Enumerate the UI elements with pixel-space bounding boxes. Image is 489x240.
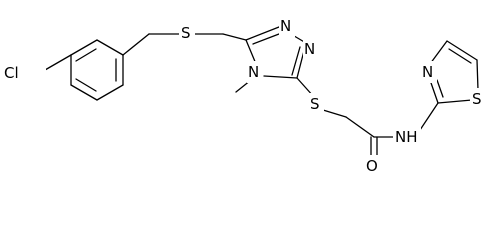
atom-o-carbonyl: O: [365, 155, 383, 177]
atom-nh-amide: NH: [393, 126, 421, 148]
bond-tz-c3-n2: [245, 26, 280, 41]
molecule-diagram: Cl S N N N S O NH: [2, 15, 486, 177]
bond-ch2-triazole: [222, 33, 247, 41]
nitrogen-triazole-methyl-label: N: [248, 63, 259, 81]
atom-n-thiazole: N: [421, 61, 437, 83]
bond-th-c2-n3: [429, 79, 439, 104]
bond-ring-6: [70, 84, 98, 101]
bond-tz-c5-n4: [263, 75, 298, 79]
bond-th-c2-n3-inner: [436, 79, 444, 98]
atom-n-triazole-methyl: N: [247, 61, 263, 83]
bond-ring-2: [70, 39, 98, 56]
structure-svg: Cl S N N N S O NH: [2, 15, 486, 177]
bond-ring-5: [96, 84, 124, 101]
amide-nh-label: NH: [395, 128, 418, 146]
atom-s-thioacetyl: S: [308, 93, 324, 115]
sulfur-thioacetyl-label: S: [310, 95, 320, 113]
bond-th-c4-c5: [446, 40, 478, 61]
bond-ring-3: [96, 39, 124, 56]
bond-th-s1-c2: [437, 99, 473, 104]
bond-nh-thiazole: [419, 102, 439, 131]
bond-th-n3-c4: [429, 40, 448, 65]
sulfur-thiazole-label: S: [472, 90, 482, 108]
bond-tz-c3-n4: [245, 39, 257, 65]
atom-n-triazole-top: N: [279, 15, 295, 37]
bond-tz-n1-c5-inner: [291, 46, 301, 76]
nitrogen-thiazole-label: N: [422, 63, 433, 81]
oxygen-carbonyl-label: O: [366, 157, 378, 175]
bond-ring-6-inner: [75, 78, 97, 92]
bond-aryl-ch2: [122, 33, 150, 56]
bond-ring-1: [44, 54, 72, 71]
atom-s-thioether: S: [179, 22, 195, 44]
bond-th-c4-c5-inner: [448, 48, 472, 64]
bond-ch2b-co: [345, 116, 375, 138]
bond-ring-2-inner: [75, 48, 97, 62]
atom-cl: Cl: [2, 62, 46, 84]
bond-tz-c3-n2-inner: [252, 33, 280, 45]
atom-n-triazole-right: N: [303, 38, 319, 60]
nitrogen-triazole-right-label: N: [304, 40, 315, 58]
chlorine-label: Cl: [4, 64, 19, 82]
bond-th-c5-s1: [476, 59, 479, 91]
atom-s-thiazole: S: [470, 88, 486, 110]
atom-labels: Cl S N N N S O NH: [2, 15, 486, 177]
nitrogen-triazole-top-label: N: [280, 17, 291, 35]
bond-s-ch2b: [322, 109, 347, 118]
sulfur-thioether-label: S: [181, 24, 191, 42]
